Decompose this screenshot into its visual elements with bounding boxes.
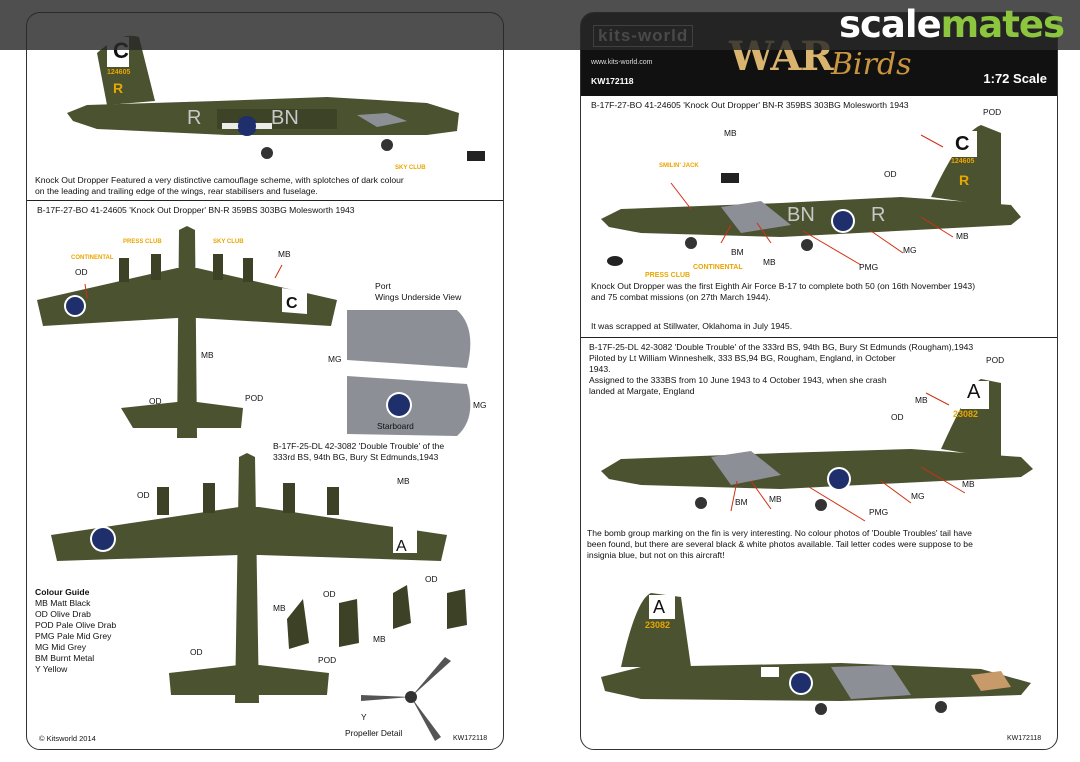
right-profile-aircraft-1 [601, 125, 1021, 266]
starboard-label: Starboard [377, 421, 414, 431]
top-serial: 124605 [107, 69, 131, 76]
right1-serial: 124605 [951, 158, 975, 165]
right-description-1: Knock Out Dropper was the first Eighth A… [591, 281, 976, 302]
right1-mg: MG [903, 245, 917, 255]
mb-label-4: MB [273, 603, 286, 613]
right2-mb-top: MB [915, 395, 928, 405]
colour-guide-item: POD Pale Olive Drab [35, 620, 117, 630]
right1-mb-bottom: MB [763, 257, 776, 267]
right2-od: OD [891, 412, 904, 422]
right-profile-aircraft-3 [601, 593, 1031, 715]
colour-guide-item: BM Burnt Metal [35, 653, 95, 663]
od-label-2: OD [149, 396, 162, 406]
mb-label-5: MB [373, 634, 386, 644]
upper-plan-view [37, 226, 471, 438]
caption-knock-out-dropper: B-17F-27-BO 41-24605 'Knock Out Dropper'… [37, 205, 355, 215]
right2-pod: POD [986, 355, 1005, 365]
right2-mb-right: MB [962, 479, 975, 489]
right1-fin-code: R [959, 172, 970, 188]
mb-label-2: MB [201, 350, 214, 360]
right1-tail-letter: C [955, 133, 970, 155]
right1-bm: BM [731, 247, 744, 257]
top-description: Knock Out Dropper Featured a very distin… [35, 175, 404, 196]
mg-label-2: MG [473, 400, 487, 410]
top-code-right: BN [271, 107, 299, 129]
mb-label-3: MB [397, 476, 410, 486]
kitsworld-url: www.kits-world.com [591, 59, 653, 66]
top-profile-aircraft [67, 35, 485, 161]
caption-double-trouble: B-17F-25-DL 42-3082 'Double Trouble' of … [273, 441, 445, 462]
colour-guide: Colour Guide MB Matt Black OD Olive Drab… [35, 587, 155, 675]
right3-serial: 23082 [645, 620, 671, 630]
right2-bm: BM [735, 497, 748, 507]
copyright: © Kitsworld 2014 [39, 734, 96, 743]
colour-guide-title: Colour Guide [35, 587, 90, 597]
mb-label-1: MB [278, 249, 291, 259]
top-code-left: R [187, 107, 202, 129]
press-club-label: PRESS CLUB [123, 239, 162, 245]
od-label-6: OD [190, 647, 203, 657]
scalemates-watermark-bar: scalemates [0, 0, 1080, 50]
mg-label-1: MG [328, 354, 342, 364]
od-label-5: OD [425, 574, 438, 584]
warbirds-script: Birds [831, 47, 912, 82]
pod-label-2: POD [318, 655, 337, 665]
colour-guide-item: Y Yellow [35, 664, 68, 674]
right-description-1b: It was scrapped at Stillwater, Oklahoma … [591, 321, 793, 331]
right2-tail-letter: A [967, 381, 981, 403]
continental-label: CONTINENTAL [71, 255, 114, 261]
pod-label-1: POD [245, 393, 264, 403]
colour-guide-item: MB Matt Black [35, 598, 91, 608]
right3-tail-letter: A [653, 597, 666, 617]
logo-part-1: scale [838, 3, 942, 46]
sky-club-nose-art: SKY CLUB [395, 165, 426, 171]
right-sheet-code: KW172118 [1007, 735, 1042, 742]
colour-guide-item: MG Mid Grey [35, 642, 87, 652]
colour-guide-item: PMG Pale Mid Grey [35, 631, 112, 641]
right1-pmg: PMG [859, 262, 879, 272]
scale-label: 1:72 Scale [983, 71, 1047, 86]
divider [581, 337, 1057, 338]
right-caption-1: B-17F-27-BO 41-24605 'Knock Out Dropper'… [591, 100, 909, 110]
right1-od: OD [884, 169, 897, 179]
right-caption-2: B-17F-25-DL 42-3082 'Double Trouble' of … [589, 342, 974, 396]
press-club-right: PRESS CLUB [645, 272, 691, 279]
left-decal-sheet: C 124605 R R BN SKY CLUB Knock Out Dropp… [26, 12, 504, 750]
sky-club-label: SKY CLUB [213, 239, 244, 245]
right2-mb-bottom: MB [769, 494, 782, 504]
right-profile-aircraft-2 [601, 379, 1033, 522]
scalemates-logo[interactable]: scalemates [838, 3, 1065, 46]
lower-plan-view [51, 453, 467, 741]
y-label: Y [361, 712, 367, 722]
sheet-code-header: KW172118 [591, 76, 634, 86]
port-wing-label: Port Wings Underside View [375, 281, 462, 302]
right1-codes: BN [787, 204, 815, 226]
lower-wing-letter: A [396, 538, 407, 555]
right1-mb-right: MB [956, 231, 969, 241]
right2-serial: 23082 [953, 409, 979, 419]
od-label-1: OD [75, 267, 88, 277]
od-label-4: OD [323, 589, 336, 599]
right2-pmg: PMG [869, 507, 889, 517]
left-sheet-code: KW172118 [453, 735, 488, 742]
right2-mg: MG [911, 491, 925, 501]
od-label-3: OD [137, 490, 150, 500]
propeller-detail-label: Propeller Detail [345, 728, 403, 738]
right1-pod: POD [983, 107, 1002, 117]
upper-wing-letter: C [286, 295, 298, 312]
right-decal-sheet: kits-world www.kits-world.com KW172118 W… [580, 12, 1058, 750]
colour-guide-item: OD Olive Drab [35, 609, 91, 619]
smilin-jack-label: SMILIN' JACK [659, 163, 699, 169]
logo-part-2: mates [940, 3, 1065, 46]
top-fin-code: R [113, 80, 124, 96]
divider [27, 200, 503, 201]
right1-mb-top: MB [724, 128, 737, 138]
right-description-2: The bomb group marking on the fin is ver… [587, 528, 973, 560]
right1-code-r: R [871, 204, 886, 226]
continental-right: CONTINENTAL [693, 264, 743, 271]
